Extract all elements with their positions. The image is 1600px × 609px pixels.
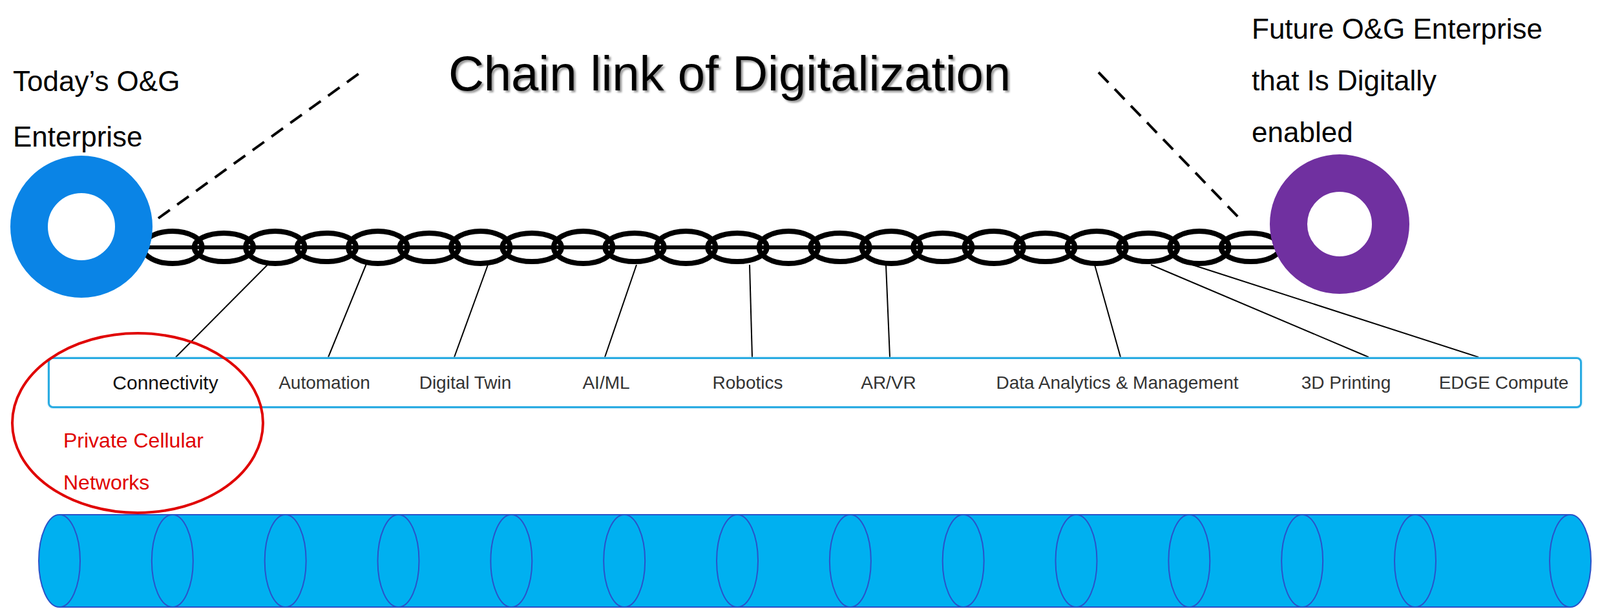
pipe-end [942,515,985,608]
pipe-segment [1394,515,1591,608]
technology-label: Connectivity [112,372,218,395]
pipe-edge [1415,606,1571,609]
technology-label: Data Analytics & Management [995,372,1239,394]
leader-line [1094,264,1121,358]
leader-line [885,264,890,358]
ring [1288,173,1391,276]
leader-lines [175,262,1479,358]
chain-line [146,245,1277,250]
pipe-end [1055,515,1098,608]
leader-line [328,262,368,358]
technology-label: Robotics [712,372,784,394]
technology-label: Automation [278,372,371,394]
dashed-line [1098,72,1240,219]
ellipse [12,333,264,514]
leader-line [749,264,753,358]
highlight-ellipse: Private Cellular Networks [10,331,265,516]
pipe-row [38,515,1591,608]
ring-shape [10,155,153,298]
leader-line [175,262,271,358]
technology-label: EDGE Compute [1439,372,1569,394]
technology-label: Digital Twin [419,372,512,394]
pipe-edge [1415,514,1571,516]
pipe-end [1281,515,1323,608]
enterprise-label: Future O&G Enterprise that Is Digitally … [1251,3,1543,159]
enterprise-ring: Today’s O&G Enterprise [10,155,153,298]
leader-line [454,264,488,358]
pipe-end [603,515,645,608]
technology-band: Connectivity Automation Digital Twin AI/ML R… [47,357,1582,409]
dashed-line [158,72,361,219]
pipe-end [264,515,307,608]
technology-label: AR/VR [860,372,917,394]
ring-shape [1269,154,1410,295]
pipe-body [1415,515,1571,608]
pipe-end [151,515,194,608]
pipe-end [829,515,872,608]
chain-connector [142,231,1281,264]
pipe-end [1549,515,1591,608]
pipe-end [716,515,758,608]
pipe-end [38,515,81,608]
enterprise-ring: Future O&G Enterprise that Is Digitally … [1269,154,1410,295]
title: Chain link of Digitalization [448,45,1011,102]
pipe-end [1394,515,1436,608]
technology-label: AI/ML [582,372,630,394]
technology-label: 3D Printing [1301,372,1392,394]
leader-line [604,264,637,358]
network-label: Private Cellular Networks [63,420,238,505]
pipe-end [490,515,532,608]
pipe-end [1168,515,1210,608]
ring [29,174,134,280]
pipe-end [378,515,420,608]
enterprise-label: Today’s O&G Enterprise [12,53,207,165]
